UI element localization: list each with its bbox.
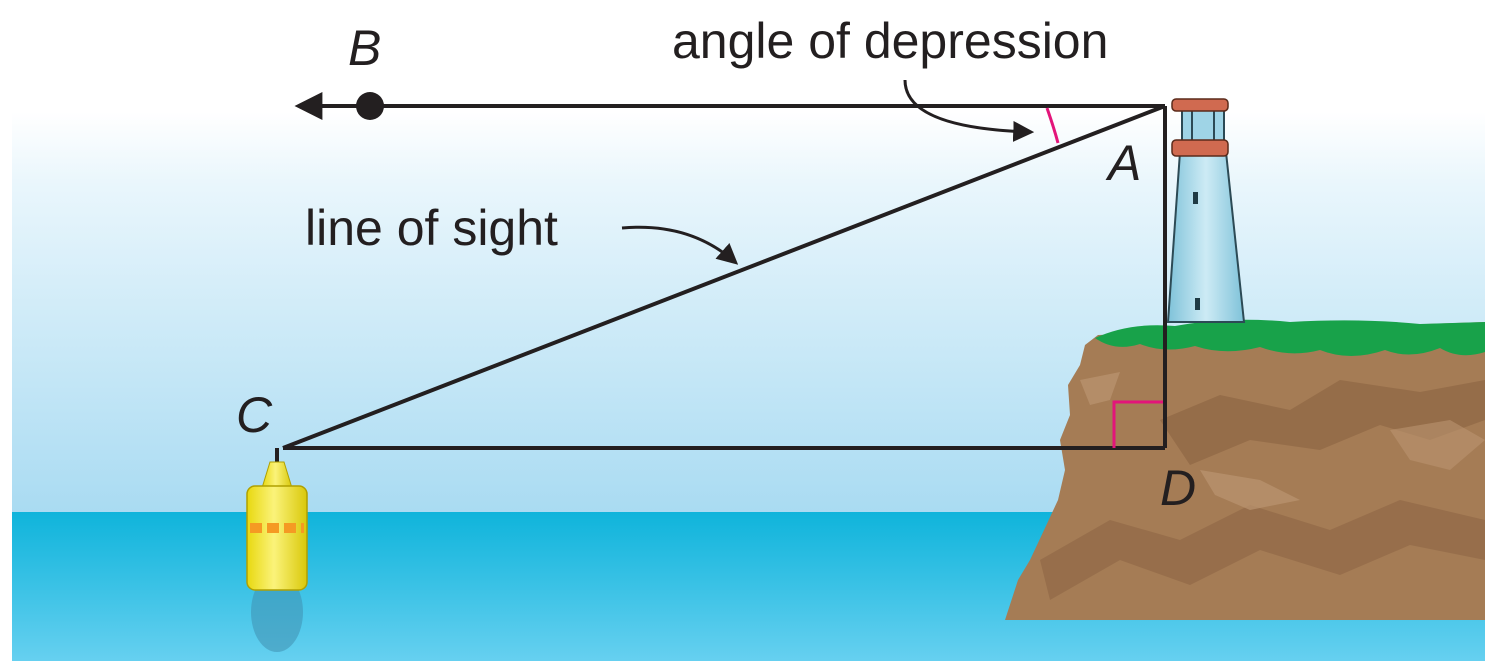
geometry — [282, 79, 1167, 450]
lighthouse-icon — [1166, 98, 1246, 323]
line-of-sight — [282, 104, 1166, 450]
angle-arc — [1045, 107, 1060, 144]
point-b-dot — [356, 92, 384, 120]
angle-callout-arrow — [903, 79, 1035, 142]
buoy-icon — [246, 448, 308, 652]
point-a-label: A — [1105, 135, 1141, 191]
angle-of-depression-label: angle of depression — [672, 13, 1108, 69]
point-b-label: B — [348, 20, 381, 76]
cliff-icon — [1005, 319, 1485, 620]
line-of-sight-label: line of sight — [305, 200, 558, 256]
point-c-label: C — [236, 387, 273, 443]
right-angle-marker — [1112, 400, 1163, 448]
sight-callout-arrow — [621, 225, 739, 265]
point-d-label: D — [1160, 460, 1196, 516]
